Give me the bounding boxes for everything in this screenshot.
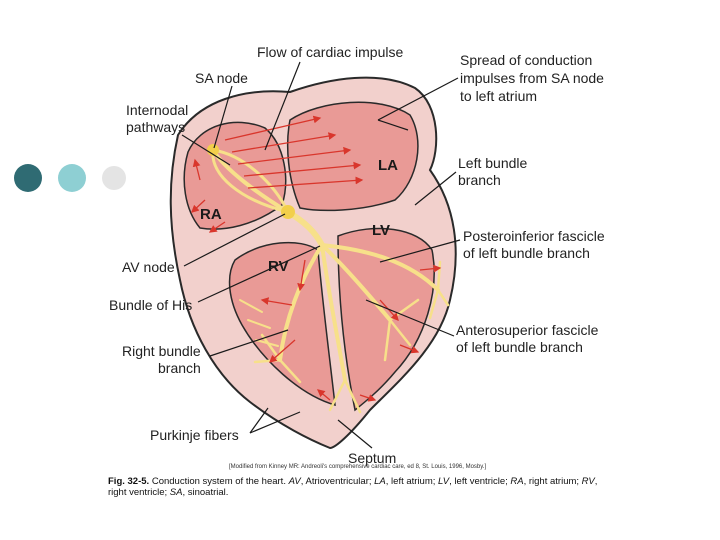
label-sa-node: SA node	[195, 70, 248, 86]
caption-abbr-key: RA	[510, 476, 524, 487]
right-ventricle	[228, 241, 336, 407]
caption-abbr-value: , left ventricle;	[449, 476, 511, 487]
chamber-label-ra: RA	[200, 206, 222, 223]
caption-abbr-value: , sinoatrial.	[182, 487, 229, 498]
chamber-label-rv: RV	[268, 258, 289, 275]
label-purkinje: Purkinje fibers	[150, 427, 239, 443]
figure-credit: [Modified from Kinney MR: Andreoli's com…	[229, 464, 487, 470]
chamber-label-la: LA	[378, 157, 398, 174]
label-right-bundle-1: Right bundle	[122, 343, 201, 359]
label-right-bundle-2: branch	[158, 360, 201, 376]
label-antero-2: of left bundle branch	[456, 339, 583, 355]
impulse-arrows	[191, 115, 442, 402]
caption-fig-number: Fig. 32-5.	[108, 476, 150, 487]
caption-abbr-key: AV	[288, 476, 301, 487]
label-flow: Flow of cardiac impulse	[257, 44, 404, 60]
label-bundle-his: Bundle of His	[109, 297, 193, 313]
caption-abbr-value: , left atrium;	[385, 476, 439, 487]
caption-abbr-key: LV	[438, 476, 450, 487]
label-spread-1: Spread of conduction	[460, 52, 593, 68]
decor-dot-dark	[14, 164, 42, 192]
left-ventricle	[337, 227, 435, 412]
caption-abbr-value: , Atrioventricular;	[300, 476, 375, 487]
label-left-bundle-2: branch	[458, 172, 501, 188]
caption-abbr-key: RV	[581, 476, 595, 487]
caption-title: Conduction system of the heart.	[149, 476, 289, 487]
figure-caption: Fig. 32-5. Conduction system of the hear…	[108, 476, 608, 498]
label-internodal-1: Internodal	[126, 102, 189, 118]
label-postero-2: of left bundle branch	[463, 245, 590, 261]
caption-abbr-key: LA	[374, 476, 386, 487]
label-av-node: AV node	[122, 259, 175, 275]
caption-abbr-key: SA	[169, 487, 183, 498]
left-atrium	[286, 101, 419, 212]
label-left-bundle-1: Left bundle	[458, 155, 528, 171]
av-node-marker	[281, 205, 295, 219]
caption-abbr-value: , right ventricle;	[108, 476, 598, 498]
label-septum: Septum	[348, 450, 397, 466]
conduction-system	[211, 148, 450, 414]
label-postero-1: Posteroinferior fascicle	[463, 228, 605, 244]
chamber-label-lv: LV	[372, 222, 391, 239]
label-spread-3: to left atrium	[460, 88, 538, 104]
label-internodal-2: pathways	[126, 119, 186, 135]
leader-lines	[181, 61, 461, 449]
label-spread-2: impulses from SA node	[460, 70, 604, 86]
label-antero-1: Anterosuperior fascicle	[456, 322, 599, 338]
decor-dot-pale	[102, 166, 126, 190]
decor-dot-light	[58, 164, 86, 192]
caption-abbr-value: , right atrium;	[523, 476, 582, 487]
